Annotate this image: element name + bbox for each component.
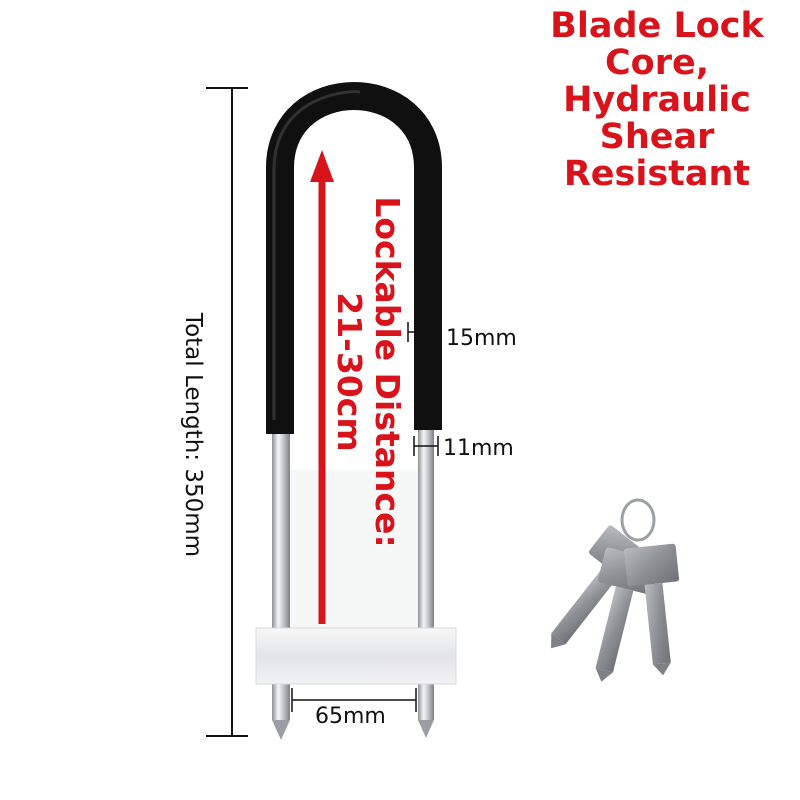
total-length-dimension-line	[206, 87, 248, 737]
sliding-cover	[290, 470, 418, 630]
headline-line-4: Shear	[599, 117, 715, 157]
headline-text: Blade Lock Core, Hydraulic Shear Resista…	[530, 8, 784, 193]
headline-line-5: Resistant	[563, 154, 751, 194]
headline-line-1: Blade Lock	[550, 6, 764, 46]
lockable-distance-label: Lockable Distance: 21-30cm	[326, 162, 407, 582]
headline-line-3: Hydraulic	[563, 80, 751, 120]
lockable-distance-arrow	[310, 150, 334, 624]
dimension-65mm-label: 65mm	[315, 704, 386, 729]
dimension-15mm-label: 15mm	[446, 326, 517, 351]
key-icon	[551, 498, 680, 682]
dimension-65mm-marker	[291, 688, 417, 712]
dimension-11mm-label: 11mm	[443, 436, 514, 461]
shackle-black-sleeve	[266, 82, 442, 432]
lockable-distance-line-1: Lockable Distance:	[368, 196, 407, 548]
dimension-15mm-marker	[407, 322, 441, 342]
total-length-label: Total Length: 350mm	[180, 312, 206, 558]
headline-line-2: Core,	[604, 43, 710, 83]
lockable-distance-line-2: 21-30cm	[330, 292, 369, 452]
dimension-11mm-marker	[413, 436, 439, 456]
lock-body	[255, 627, 457, 685]
